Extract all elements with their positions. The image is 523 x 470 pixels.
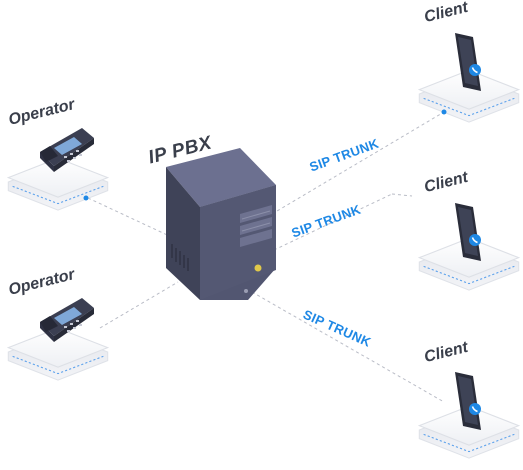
link-client-middle (273, 193, 393, 251)
phone-call-icon (469, 234, 481, 246)
phone-call-icon (469, 403, 481, 415)
client-top-port (441, 109, 447, 115)
smartphone-icon (455, 203, 481, 261)
link-client-bottom (251, 291, 445, 403)
connector-lines (87, 111, 445, 403)
link-operator-bottom (99, 281, 179, 329)
link-client-middle-tail (391, 193, 413, 197)
phone-call-icon (469, 64, 481, 76)
desk-phone-icon (40, 128, 94, 172)
link-client-top (271, 111, 445, 215)
desk-phone-icon (40, 298, 94, 342)
smartphone-icon (455, 372, 481, 430)
smartphone-icon (455, 33, 481, 91)
operator-top-port (83, 195, 89, 201)
link-operator-top (87, 197, 179, 241)
server-icon (166, 148, 276, 300)
